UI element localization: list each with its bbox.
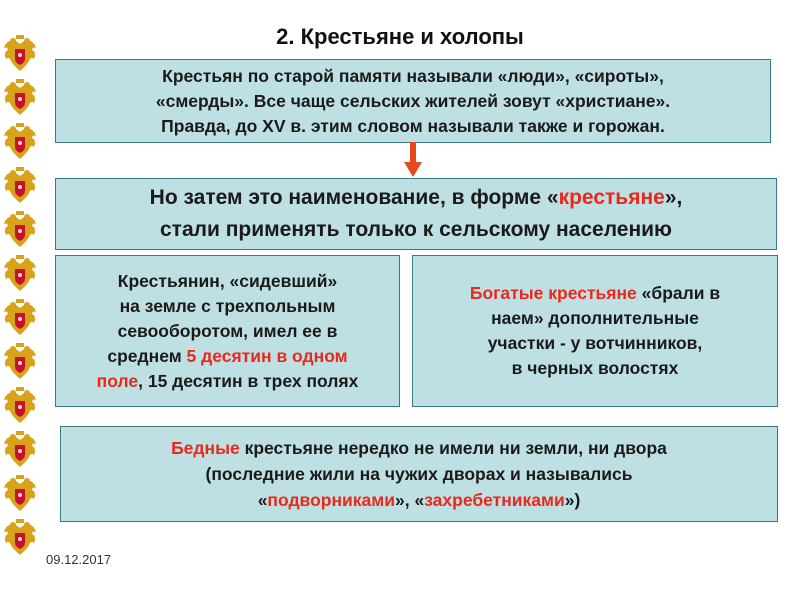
box4-line3: участки - у вотчинников, (487, 333, 703, 353)
slide-title: 2. Крестьяне и холопы (276, 24, 524, 49)
double-headed-eagle-icon (4, 255, 36, 291)
box5-line3-suffix: ») (564, 490, 581, 510)
double-headed-eagle-icon (4, 475, 36, 511)
box-rich-peasants: Богатые крестьяне «брали в наем» дополни… (412, 255, 778, 407)
box1-line3: Правда, до XV в. этим словом называли та… (161, 115, 665, 136)
emblem-column (2, 34, 40, 562)
box5-line3-prefix: « (257, 490, 268, 510)
box3-line1: Крестьянин, «сидевший» (117, 270, 338, 291)
box3-line3: севооборотом, имел ее в (117, 320, 338, 341)
double-headed-eagle-icon (4, 387, 36, 423)
box1-line1: Крестьян по старой памяти называли «люди… (162, 65, 664, 86)
box3-highlight-1: 5 десятин в одном (186, 345, 348, 366)
box5-line1-suffix: крестьяне нередко не имели ни земли, ни … (239, 438, 667, 458)
double-headed-eagle-icon (4, 123, 36, 159)
box4-highlight: Богатые крестьяне (469, 283, 637, 303)
box3-line4-prefix: среднем (107, 345, 187, 366)
double-headed-eagle-icon (4, 431, 36, 467)
box-poor-peasants: Бедные крестьяне нередко не имели ни зем… (60, 426, 778, 522)
double-headed-eagle-icon (4, 167, 36, 203)
box3-highlight-2: поле (96, 370, 139, 391)
box5-highlight-zakhrebetniki: захребетниками (424, 490, 565, 510)
double-headed-eagle-icon (4, 519, 36, 555)
double-headed-eagle-icon (4, 211, 36, 247)
box2-highlight-krestyane: крестьяне (558, 186, 665, 209)
down-arrow-icon (404, 142, 422, 177)
box3-line2: на земле с трехпольным (119, 295, 336, 316)
double-headed-eagle-icon (4, 343, 36, 379)
box-names-of-peasants: Крестьян по старой памяти называли «люди… (55, 59, 771, 143)
double-headed-eagle-icon (4, 35, 36, 71)
box5-line2: (последние жили на чужих дворах и называ… (205, 464, 633, 484)
box4-line4: в черных волостях (511, 358, 679, 378)
box5-highlight-podvorniki: подворниками (267, 490, 395, 510)
double-headed-eagle-icon (4, 79, 36, 115)
box2-part1: Но затем это наименование, в форме « (149, 186, 559, 209)
box2-part2: », (664, 186, 683, 209)
box2-line2: стали применять только к сельскому насел… (160, 218, 672, 241)
slide-date: 09.12.2017 (46, 552, 112, 567)
box4-line2: наем» дополнительные (491, 308, 699, 328)
box4-line1-suffix: «брали в (636, 283, 721, 303)
box3-line5-suffix: , 15 десятин в трех полях (138, 370, 359, 391)
double-headed-eagle-icon (4, 299, 36, 335)
box-land-holding: Крестьянин, «сидевший» на земле с трехпо… (55, 255, 400, 407)
box-krestyane-term: Но затем это наименование, в форме «крес… (55, 178, 777, 250)
box5-line3-mid: », « (395, 490, 425, 510)
box5-highlight-bednye: Бедные (171, 438, 240, 458)
box1-line2: «смерды». Все чаще сельских жителей зову… (155, 90, 671, 111)
